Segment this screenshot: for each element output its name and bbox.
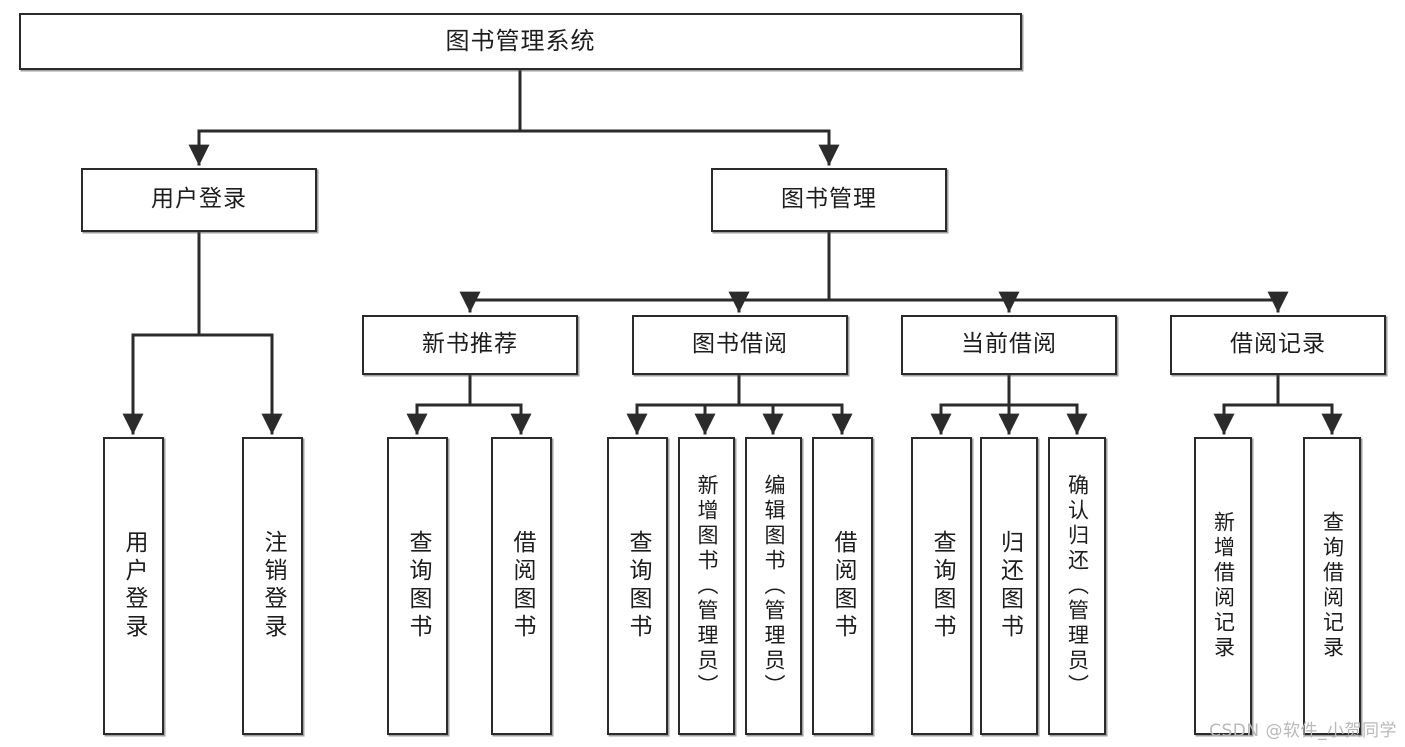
leaf-query-book-cb[interactable]: 查询图书 [911,437,972,735]
node-label: 图书管理 [781,186,877,213]
leaf-logout[interactable]: 注销登录 [242,437,303,735]
node-current-borrowing[interactable]: 当前借阅 [901,315,1117,375]
node-label: 注销登录 [260,530,286,642]
node-book-borrowing[interactable]: 图书借阅 [632,315,848,375]
node-label: 查询借阅记录 [1320,511,1345,661]
node-label: 查询图书 [405,530,431,642]
node-label: 用户登录 [121,530,147,642]
leaf-add-book-admin[interactable]: 新增图书（管理员） [678,437,735,735]
node-label: 确认归还（管理员） [1065,473,1090,699]
leaf-return-book[interactable]: 归还图书 [980,437,1038,735]
node-label: 新增借阅记录 [1211,511,1236,661]
node-label: 新增图书（管理员） [695,473,719,699]
node-label: 图书管理系统 [445,27,596,56]
leaf-add-borrow-record[interactable]: 新增借阅记录 [1194,437,1252,735]
node-user-login[interactable]: 用户登录 [81,168,317,232]
leaf-query-book-nbr[interactable]: 查询图书 [387,437,448,735]
node-label: 借阅图书 [830,530,856,642]
node-label: 编辑图书（管理员） [762,473,786,699]
node-borrowing-record[interactable]: 借阅记录 [1170,315,1386,375]
node-label: 借阅记录 [1230,331,1326,358]
node-label: 用户登录 [151,186,247,213]
csdn-watermark: CSDN @软件_小贺同学 [1209,721,1397,741]
node-label: 查询图书 [929,530,955,642]
leaf-confirm-return-admin[interactable]: 确认归还（管理员） [1048,437,1106,735]
leaf-query-book-bb[interactable]: 查询图书 [607,437,668,735]
node-label: 归还图书 [996,530,1023,642]
node-book-management[interactable]: 图书管理 [711,168,947,232]
node-label: 新书推荐 [422,331,518,358]
leaf-borrow-book-nbr[interactable]: 借阅图书 [491,437,552,735]
node-label: 查询图书 [625,530,651,642]
leaf-edit-book-admin[interactable]: 编辑图书（管理员） [745,437,802,735]
node-label: 图书借阅 [692,331,788,358]
leaf-query-borrow-record[interactable]: 查询借阅记录 [1303,437,1361,735]
leaf-user-login[interactable]: 用户登录 [103,437,164,735]
leaf-borrow-book-bb[interactable]: 借阅图书 [812,437,873,735]
node-new-book-recommendation[interactable]: 新书推荐 [362,315,578,375]
node-label: 借阅图书 [509,530,535,642]
node-root-book-management-system[interactable]: 图书管理系统 [19,13,1022,70]
node-label: 当前借阅 [961,331,1057,358]
